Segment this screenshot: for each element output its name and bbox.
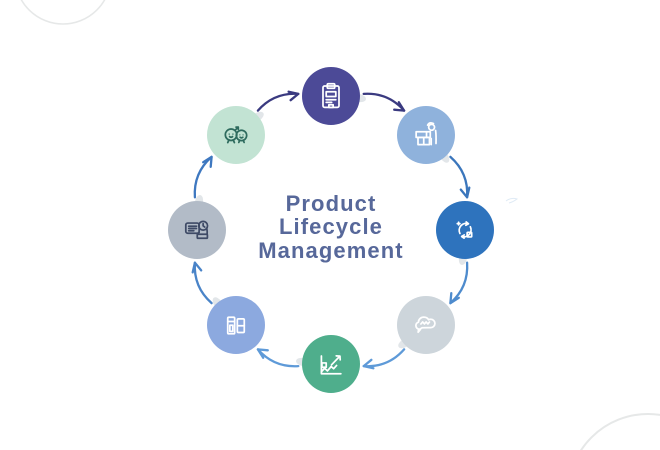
stage-node-panels [207, 295, 266, 354]
worker-boxes-icon [410, 119, 442, 151]
thought-cloud-icon [410, 309, 442, 341]
two-badges-icon [220, 119, 252, 151]
stage-node-two-badges [207, 106, 266, 165]
title-line-1: Product [285, 191, 377, 216]
stage-node-growth-chart [302, 335, 360, 393]
corner-arc-bottom-right [580, 413, 660, 450]
stage-node-worker-boxes [396, 106, 455, 165]
stage-node-cycle [436, 201, 494, 259]
diagram-title: Product Lifecycle Management [1, 191, 660, 263]
corner-arc-top-left [20, 0, 106, 25]
report-clock-icon [181, 214, 213, 246]
clipboard-icon [315, 80, 347, 112]
title-line-3: Management [258, 237, 404, 263]
stage-node-clipboard [302, 67, 360, 125]
cycle-arrows-icon [449, 214, 481, 246]
stage-node-thought-cloud [396, 295, 455, 354]
panels-icon [220, 309, 252, 341]
faint-sketch-mark [505, 197, 519, 204]
title-line-2: Lifecycle [278, 214, 384, 240]
stage-node-report-clock [168, 201, 226, 259]
growth-chart-icon [315, 348, 347, 380]
